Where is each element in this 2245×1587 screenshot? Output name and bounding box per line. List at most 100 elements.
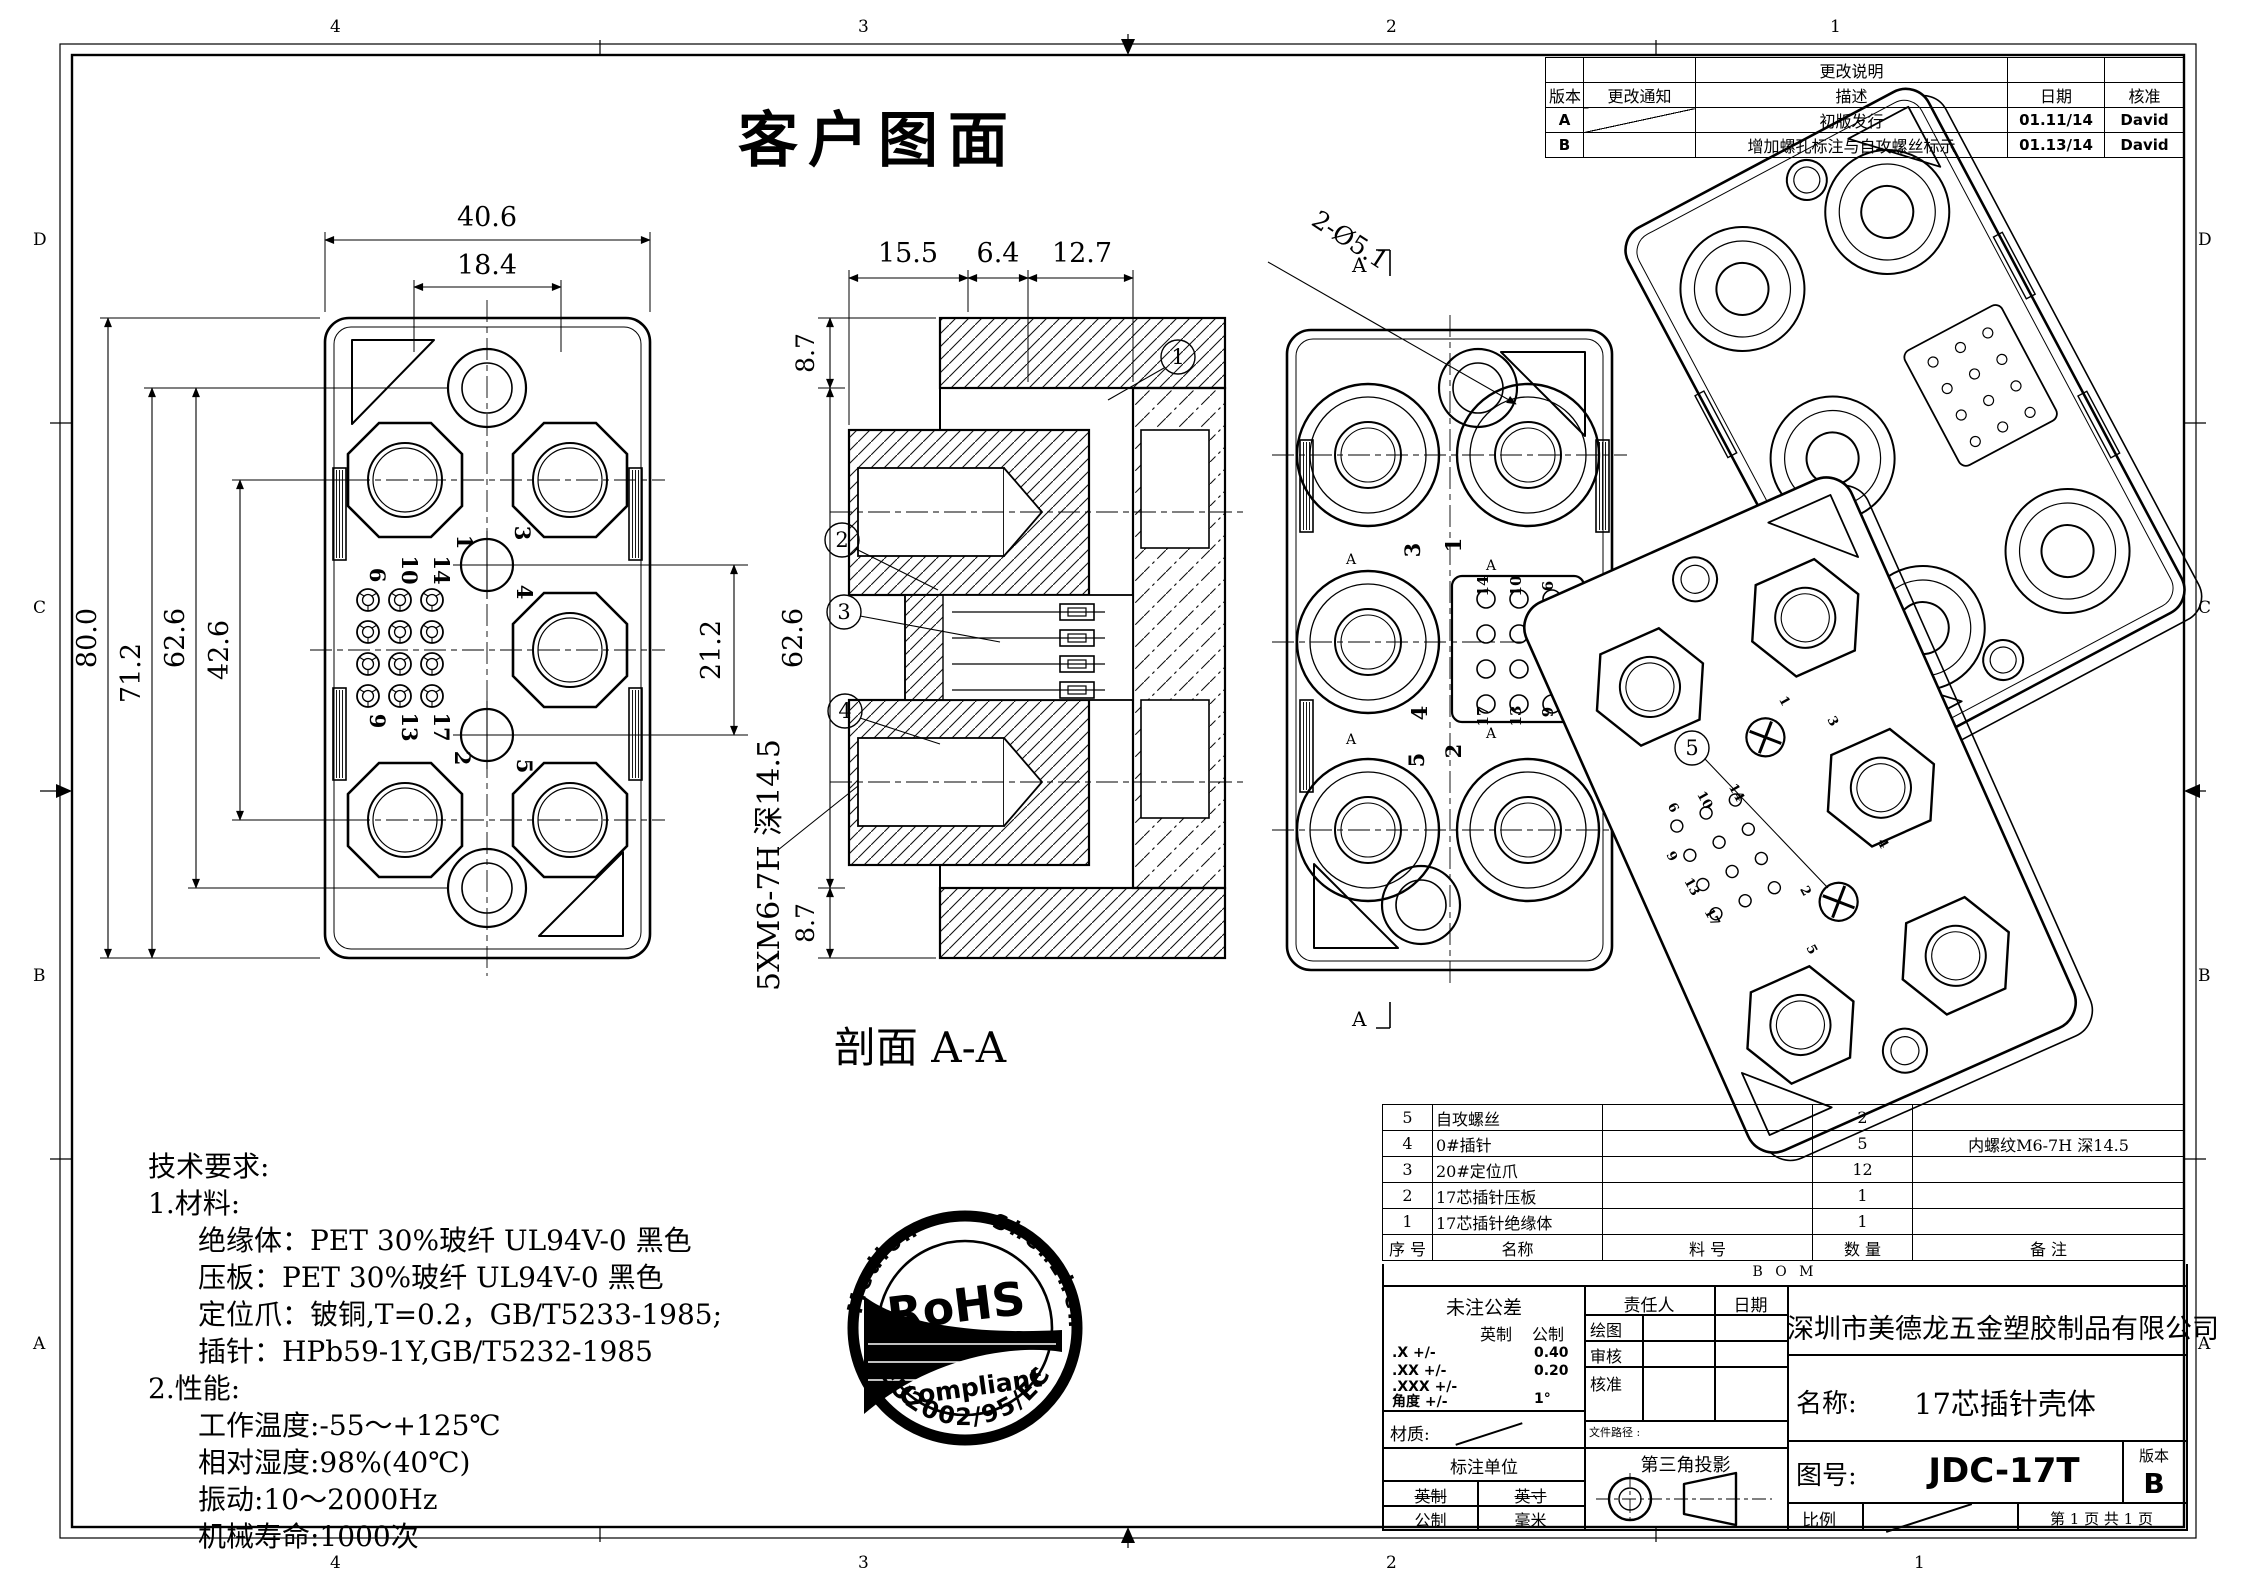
section-flag: A: [1351, 1007, 1367, 1031]
pin-number: 10: [1507, 576, 1525, 597]
tech-line: 2.性能:: [148, 1372, 241, 1405]
pin-number: 5: [512, 759, 537, 774]
technical-requirements: 技术要求: 1.材料: 绝缘体：PET 30%玻纤 UL94V-0 黑色 压板：…: [148, 1148, 722, 1555]
bom-caption: B O M: [1382, 1264, 2188, 1285]
zone-letter: A: [2197, 1334, 2211, 1354]
bom-name: 17芯插针压板: [1432, 1182, 1603, 1209]
dim-label: 8.7: [791, 903, 820, 943]
zone-letter: D: [33, 230, 47, 250]
pin-number: 4: [512, 585, 537, 600]
bom-no: 1: [1382, 1208, 1433, 1235]
rev-date: 01.11/14: [2007, 107, 2105, 133]
bom-name: 0#插针: [1432, 1130, 1603, 1157]
zone-number: 1: [1830, 17, 1841, 37]
dim-label: 40.6: [457, 202, 517, 233]
tech-line: 定位爪：铍铜,T=0.2，GB/T5233-1985;: [198, 1298, 723, 1331]
bom-remark: [1912, 1208, 2185, 1235]
bom-qty: 12: [1812, 1156, 1913, 1183]
rev-cell: [2104, 57, 2185, 83]
iso-view-top: [1624, 87, 2203, 759]
pin-number: 3: [510, 526, 535, 541]
tech-line: 工作温度:-55～+125℃: [198, 1409, 501, 1442]
bom-part: [1602, 1104, 1813, 1131]
zone-number: 3: [858, 17, 869, 37]
page-title: 客户图面: [738, 106, 1018, 176]
tech-line: 振动:10～2000Hz: [198, 1483, 438, 1516]
front-view: 40.6 18.4 80.0 71.2 62.6 42.6 21.2 6 10 …: [72, 202, 748, 976]
bom-remark: [1912, 1156, 2185, 1183]
pin-number: 10: [397, 555, 422, 584]
stamp-center: RoHS: [884, 1271, 1028, 1341]
pin-number: 2: [450, 751, 475, 766]
zone-labels: D C B A D C B A 4 3 2 1 4 3 2 1: [32, 17, 2212, 1573]
unit-mm: 毫米: [1514, 1511, 1547, 1530]
rev-desc: 初版发行: [1695, 107, 2008, 133]
pin-number: 5: [1404, 753, 1429, 768]
zone-number: 1: [1914, 1553, 1925, 1573]
bom-part: [1602, 1130, 1813, 1157]
bom-name: 20#定位爪: [1432, 1156, 1603, 1183]
pin-number: 9: [1539, 707, 1557, 717]
pin-number: 6: [1539, 581, 1557, 591]
scale-label: 比例: [1802, 1511, 1836, 1531]
pin-number: 6: [365, 568, 390, 583]
section-flag: A: [1485, 558, 1497, 574]
rev-version: A: [1545, 107, 1584, 133]
bom-part: [1602, 1156, 1813, 1183]
rev-cell: [2007, 57, 2105, 83]
rev-header-span: 更改说明: [1695, 57, 2008, 83]
rev-col-header: 核准: [2104, 82, 2185, 108]
rev-version: B: [1545, 132, 1584, 158]
unit-inch: 英寸: [1514, 1487, 1547, 1506]
part-name-label: 名称:: [1796, 1389, 1857, 1419]
rohs-stamp: Medlon Shenzhen EU2002/95/EC RoHS Compli…: [843, 1209, 1085, 1446]
tech-line: 绝缘体：PET 30%玻纤 UL94V-0 黑色: [198, 1224, 692, 1257]
sign-draw-label: 绘图: [1590, 1321, 1623, 1340]
zone-letter: C: [33, 598, 46, 618]
dim-label: 71.2: [116, 643, 147, 703]
rear-view: 14 10 6 17 13 9 3 1 4 5 2 A A: [1267, 205, 1627, 1031]
bom-col-header: 序 号: [1382, 1234, 1433, 1261]
rev-col-header: 日期: [2007, 82, 2105, 108]
material-label: 材质:: [1390, 1425, 1430, 1445]
responsible-label: 责任人: [1623, 1296, 1675, 1316]
bom-no: 5: [1382, 1104, 1433, 1131]
pin-number: 2: [1441, 744, 1466, 759]
revision-table: 更改说明 版本 更改通知 描述 日期 核准 A 初版发行 01.11/14 Da…: [1545, 57, 2185, 158]
tol-xx-value: 0.20: [1534, 1363, 1569, 1379]
dim-label: 8.7: [791, 333, 820, 373]
bom-name: 17芯插针绝缘体: [1432, 1208, 1603, 1235]
bom-col-header: 名称: [1432, 1234, 1603, 1261]
tech-line: 机械寿命:1000次: [198, 1520, 419, 1553]
units-title: 标注单位: [1450, 1458, 1518, 1478]
bom-remark: [1912, 1104, 2185, 1131]
drawing-no: JDC-17T: [1928, 1451, 2080, 1491]
zone-number: 4: [330, 17, 341, 37]
balloon: 1: [1171, 345, 1184, 369]
bom-table: 5 自攻螺丝 2 4 0#插针 5 内螺纹M6-7H 深14.5 3 20#定位…: [1382, 1104, 2185, 1261]
dim-label: 12.7: [1052, 238, 1112, 269]
rev-notice: [1583, 132, 1696, 158]
balloon: 5: [1685, 736, 1698, 760]
pin-number: 14: [429, 555, 454, 584]
pin-number: 14: [1474, 576, 1492, 597]
rev-col-header: 描述: [1695, 82, 2008, 108]
rev-cell: [1545, 57, 1584, 83]
tol-xx-label: .XX +/-: [1392, 1363, 1447, 1379]
bom-qty: 1: [1812, 1182, 1913, 1209]
section-flag: A: [1345, 732, 1357, 748]
dim-label: 42.6: [204, 620, 235, 680]
dim-label: 15.5: [878, 238, 938, 269]
zone-letter: C: [2198, 598, 2211, 618]
dim-label: 80.0: [72, 608, 103, 668]
dim-label: 18.4: [457, 250, 517, 281]
bom-remark: 内螺纹M6-7H 深14.5: [1912, 1130, 2185, 1157]
tol-x-value: 0.40: [1534, 1345, 1569, 1361]
title-block: 未注公差 英制 公制 .X +/- 0.40 .XX +/- 0.20 .XXX…: [1382, 1285, 2219, 1533]
iso-view-bottom: 6 10 14 1 3 9 13 17 2 5 4: [1523, 476, 2094, 1162]
tech-line: 插针：HPb59-1Y,GB/T5232-1985: [198, 1335, 653, 1368]
bom-no: 3: [1382, 1156, 1433, 1183]
bom-col-header: 数 量: [1812, 1234, 1913, 1261]
